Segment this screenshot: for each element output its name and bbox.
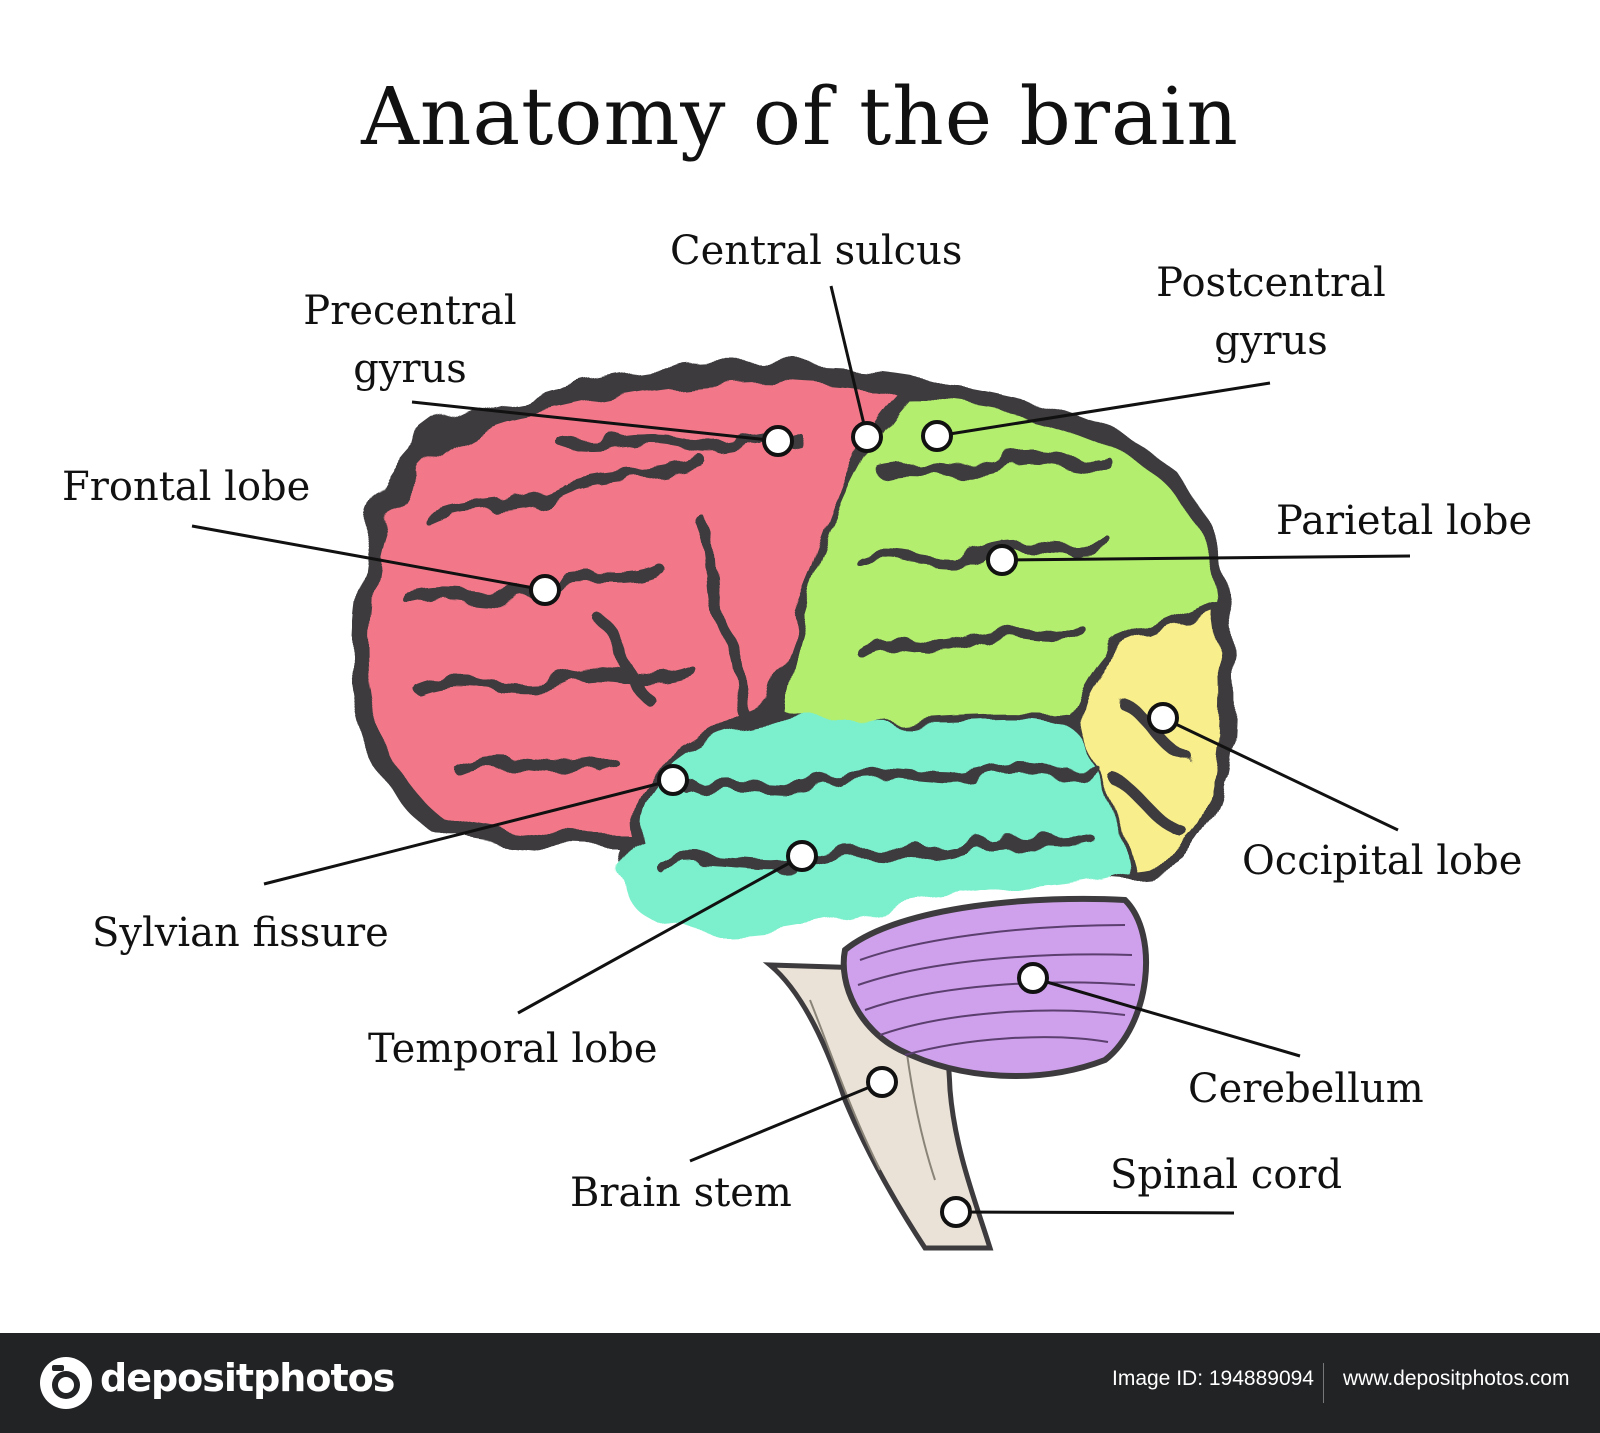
label-cerebellum: Cerebellum [1188,1066,1424,1112]
label-temporal-lobe: Temporal lobe [368,1026,658,1072]
stock-footer-bar: depositphotos Image ID: 194889094 www.de… [0,1333,1600,1433]
image-id-text: Image ID: 194889094 [1112,1367,1314,1390]
label-precentral-gyrus: Precentral gyrus [303,288,517,392]
label-parietal-lobe: Parietal lobe [1276,498,1533,544]
label-central-sulcus: Central sulcus [670,228,963,274]
label-postcentral-gyrus: Postcentral gyrus [1156,260,1386,364]
label-spinal-cord: Spinal cord [1110,1152,1343,1198]
leader-lines [191,285,1411,1215]
brand-logo-text: depositphotos [100,1356,395,1400]
label-occipital-lobe: Occipital lobe [1242,838,1523,884]
occipital-lobe-region [1082,612,1220,865]
gyri-folds [404,432,1196,871]
cerebellum-striations [857,924,1136,1056]
frontal-lobe-region [372,383,900,835]
marker-dots [529,420,1179,1228]
label-brain-stem: Brain stem [570,1170,792,1216]
diagram-title: Anatomy of the brain [361,70,1239,163]
label-frontal-lobe: Frontal lobe [62,464,311,510]
footer-divider [1323,1363,1324,1403]
camera-logo-icon [40,1357,92,1409]
label-sylvian-fissure: Sylvian fissure [92,910,389,956]
site-url-text: www.depositphotos.com [1343,1367,1570,1390]
